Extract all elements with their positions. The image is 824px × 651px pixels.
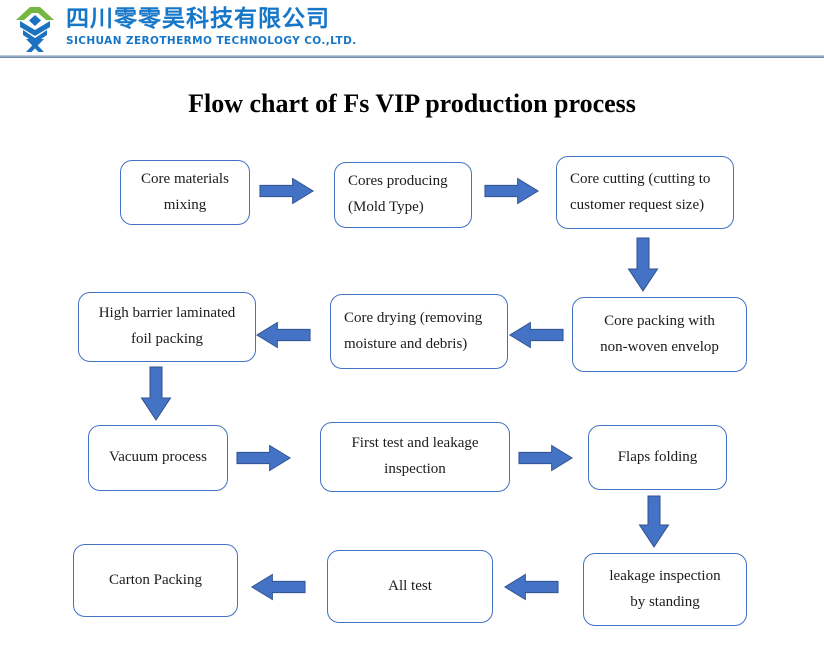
flow-node-flaps-folding: Flaps folding [588, 425, 727, 490]
flow-node-carton-packing: Carton Packing [73, 544, 238, 617]
flow-node-all-test: All test [327, 550, 493, 623]
arrow-all-test-to-carton-packing [250, 573, 306, 601]
company-name-block: 四川零零昊科技有限公司 SICHUAN ZEROTHERMO TECHNOLOG… [66, 6, 357, 47]
company-logo: 四川零零昊科技有限公司 SICHUAN ZEROTHERMO TECHNOLOG… [13, 2, 357, 52]
arrow-cores-producing-to-core-cutting [484, 177, 540, 205]
arrow-high-barrier-to-vacuum-process [140, 366, 172, 421]
flow-node-leakage-inspection-by-standing: leakage inspection by standing [583, 553, 747, 626]
flow-node-core-materials-mixing: Core materials mixing [120, 160, 250, 225]
arrow-flaps-folding-to-leakage-standing [638, 495, 670, 548]
arrow-vacuum-process-to-first-test [236, 444, 292, 472]
header-divider [0, 55, 824, 58]
page-title: Flow chart of Fs VIP production process [188, 89, 636, 118]
arrow-first-test-to-flaps-folding [518, 444, 574, 472]
arrow-core-materials-to-cores-producing [259, 177, 315, 205]
company-name-cn: 四川零零昊科技有限公司 [66, 6, 330, 33]
arrow-core-packing-to-core-drying [508, 321, 564, 349]
flow-node-core-packing: Core packing with non-woven envelop [572, 297, 747, 372]
zerothermo-logo-icon [16, 7, 54, 52]
flow-node-first-test-leakage-inspection: First test and leakage inspection [320, 422, 510, 492]
flow-node-cores-producing: Cores producing (Mold Type) [334, 162, 472, 228]
flow-node-vacuum-process: Vacuum process [88, 425, 228, 491]
flow-node-core-cutting: Core cutting (cutting to customer reques… [556, 156, 734, 229]
company-name-en: SICHUAN ZEROTHERMO TECHNOLOGY CO.,LTD. [66, 34, 357, 47]
arrow-core-drying-to-high-barrier [255, 321, 311, 349]
arrow-core-cutting-to-core-packing [627, 237, 659, 292]
flow-node-high-barrier-foil-packing: High barrier laminated foil packing [78, 292, 256, 362]
arrow-leakage-standing-to-all-test [503, 573, 559, 601]
flow-node-core-drying: Core drying (removing moisture and debri… [330, 294, 508, 369]
